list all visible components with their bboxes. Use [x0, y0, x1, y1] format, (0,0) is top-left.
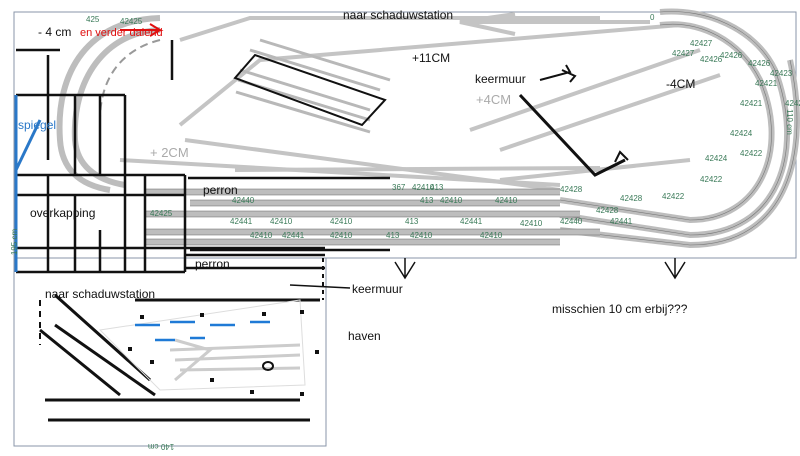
track-code-9: 42410 [250, 231, 273, 240]
track-code-38: 42425 [120, 17, 143, 26]
label-minus4-left: - 4 cm [38, 25, 72, 39]
label-keermuur-bottom: keermuur [352, 282, 403, 296]
label-perron-bottom: perron [195, 257, 230, 271]
label-plus4: +4CM [476, 92, 512, 107]
track-code-15: 42441 [282, 231, 305, 240]
track-code-3: 42410 [330, 217, 353, 226]
keermuur-pointer [289, 284, 351, 289]
label-overkapping: overkapping [30, 206, 96, 220]
track-code-39: 42425 [150, 209, 173, 218]
label-en-verder-dalend: en verder dalend [80, 27, 163, 39]
track-code-32: 42426 [720, 51, 743, 60]
track-code-22: 42428 [596, 206, 619, 215]
label-minus4-right: -4CM [666, 77, 696, 91]
track-code-37: 42427 [690, 39, 713, 48]
track-code-19: 413 [386, 231, 400, 240]
track-code-35: 42423 [785, 99, 800, 108]
track-code-34: 42423 [770, 69, 793, 78]
track-code-6: 42410 [330, 231, 353, 240]
track-code-18: 413 [405, 217, 419, 226]
label-naar-schaduwstation-bottom: naar schaduwstation [45, 287, 156, 301]
mirror-diagonal [14, 119, 42, 171]
track-code-28: 42424 [730, 129, 753, 138]
station-tracks [145, 189, 600, 245]
track-code-30: 42421 [755, 79, 778, 88]
track-code-14: 42441 [610, 217, 633, 226]
upper-tracks [119, 16, 721, 192]
track-code-29: 42421 [740, 99, 763, 108]
track-code-0: 42410 [412, 183, 435, 192]
track-code-36: 42427 [672, 49, 695, 58]
track-code-5: 42410 [520, 219, 543, 228]
upper-arrows [459, 12, 650, 36]
water-dashes [135, 320, 270, 342]
track-code-31: 42426 [700, 55, 723, 64]
loop-sleepers [559, 11, 798, 246]
station-rails [145, 188, 600, 246]
track-code-4: 42410 [270, 217, 293, 226]
track-code-26: 42422 [740, 149, 763, 158]
label-spiegel: spiegel [18, 118, 57, 132]
wall-arrow [614, 150, 629, 163]
track-code-16: 413 [420, 196, 434, 205]
track-code-13: 42440 [560, 217, 583, 226]
harbour-dots [128, 310, 319, 396]
retaining-wall [518, 93, 626, 177]
label-misschien: misschien 10 cm erbij??? [552, 302, 688, 316]
track-code-27: 42424 [705, 154, 728, 163]
label-small-425: 425 [86, 15, 100, 24]
label-plus2: + 2CM [150, 145, 189, 160]
track-code-33: 42426 [748, 59, 771, 68]
track-code-24: 42422 [662, 192, 685, 201]
track-code-8: 42410 [480, 231, 503, 240]
harbour-gray-lines [169, 338, 301, 382]
track-code-25: 42422 [700, 175, 723, 184]
dimension-110: 110 cm [784, 109, 794, 135]
harbour-tracks [39, 293, 320, 422]
label-small-0: 0 [650, 13, 655, 22]
track-code-23: 42428 [620, 194, 643, 203]
track-code-7: 42410 [410, 231, 433, 240]
label-keermuur-top: keermuur [475, 72, 526, 86]
building-outline [233, 53, 387, 127]
track-code-2: 42410 [495, 196, 518, 205]
dimension-140: 140 cm [148, 442, 175, 451]
red-arrow [120, 23, 164, 37]
down-arrow-left [394, 258, 416, 280]
track-code-10: 42440 [232, 196, 255, 205]
track-code-12: 42441 [460, 217, 483, 226]
label-haven: haven [348, 329, 381, 343]
track-code-11: 42441 [230, 217, 253, 226]
track-code-21: 42428 [560, 185, 583, 194]
dimension-195: 195 cm [10, 228, 20, 256]
wall-arrow-top [539, 64, 577, 83]
track-code-1: 42410 [440, 196, 463, 205]
track-code-17: 413 [430, 183, 444, 192]
label-perron-top: perron [203, 183, 238, 197]
black-walls [16, 40, 390, 274]
down-arrow-right [664, 258, 686, 280]
label-plus11: +11CM [412, 51, 451, 65]
label-naar-schaduwstation-top: naar schaduwstation [343, 8, 454, 22]
track-code-20: 367 [392, 183, 406, 192]
harbour-outline [98, 299, 306, 391]
round-marker [262, 361, 274, 371]
